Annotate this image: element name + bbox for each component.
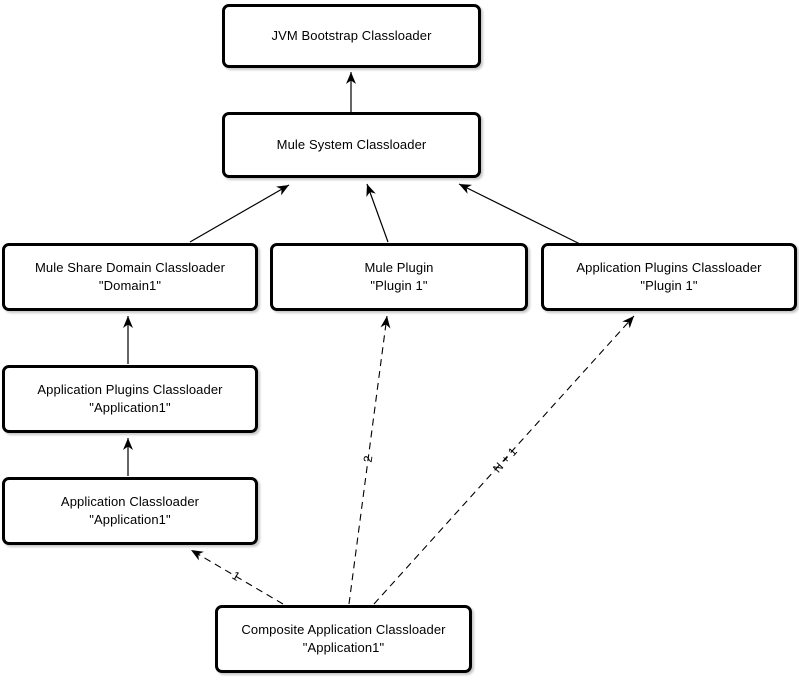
node-jvm-bootstrap-classloader: JVM Bootstrap Classloader — [222, 4, 481, 68]
node-label: Mule Share Domain Classloader — [34, 260, 226, 276]
node-instance: "Domain1" — [98, 278, 162, 293]
node-mule-plugin: Mule Plugin "Plugin 1" — [270, 243, 528, 311]
node-instance: "Application1" — [89, 512, 171, 527]
node-instance: "Plugin 1" — [370, 278, 428, 293]
node-application-classloader: Application Classloader "Application1" — [2, 477, 258, 545]
edge-composite-to-appclassloader — [190, 549, 284, 605]
node-mule-share-domain-classloader: Mule Share Domain Classloader "Domain1" — [2, 243, 258, 311]
node-application-plugins-classloader-plugin1: Application Plugins Classloader "Plugin … — [541, 243, 797, 311]
node-label: JVM Bootstrap Classloader — [271, 28, 432, 44]
node-label: Application Plugins Classloader — [576, 260, 762, 276]
node-composite-application-classloader: Composite Application Classloader "Appli… — [215, 605, 472, 673]
edge-composite-to-appplugins1 — [373, 315, 635, 605]
node-label: Composite Application Classloader — [241, 622, 446, 638]
node-label: Application Classloader — [60, 494, 200, 510]
node-label: Application Plugins Classloader — [37, 382, 223, 398]
node-instance: "Application1" — [89, 400, 171, 415]
node-instance: "Application1" — [302, 640, 385, 655]
node-mule-system-classloader: Mule System Classloader — [222, 112, 481, 178]
node-application-plugins-classloader-application1: Application Plugins Classloader "Applica… — [2, 365, 258, 433]
edge-domain-to-mulesystem — [189, 184, 290, 243]
edge-appplugins1-to-mulesystem — [458, 183, 581, 245]
node-label: Mule System Classloader — [276, 137, 427, 153]
node-instance: "Plugin 1" — [640, 278, 698, 293]
edge-muleplugin-to-mulesystem — [366, 183, 389, 243]
node-label: Mule Plugin — [364, 260, 434, 276]
edge-composite-to-muleplugin — [348, 315, 391, 605]
